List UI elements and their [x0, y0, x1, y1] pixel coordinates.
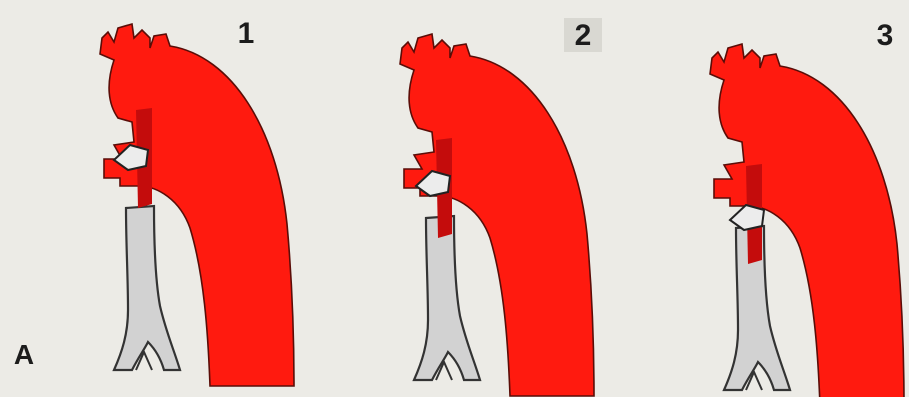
trachea-drawing	[114, 206, 180, 370]
trachea-drawing	[414, 216, 480, 380]
panel-1	[100, 24, 294, 386]
panel-2	[400, 34, 594, 396]
panel-number-3: 3	[877, 19, 894, 52]
panel-number-1: 1	[238, 17, 255, 50]
panel-number-2: 2	[575, 19, 592, 52]
panel-letter: A	[14, 339, 34, 370]
panel-3	[710, 44, 904, 397]
